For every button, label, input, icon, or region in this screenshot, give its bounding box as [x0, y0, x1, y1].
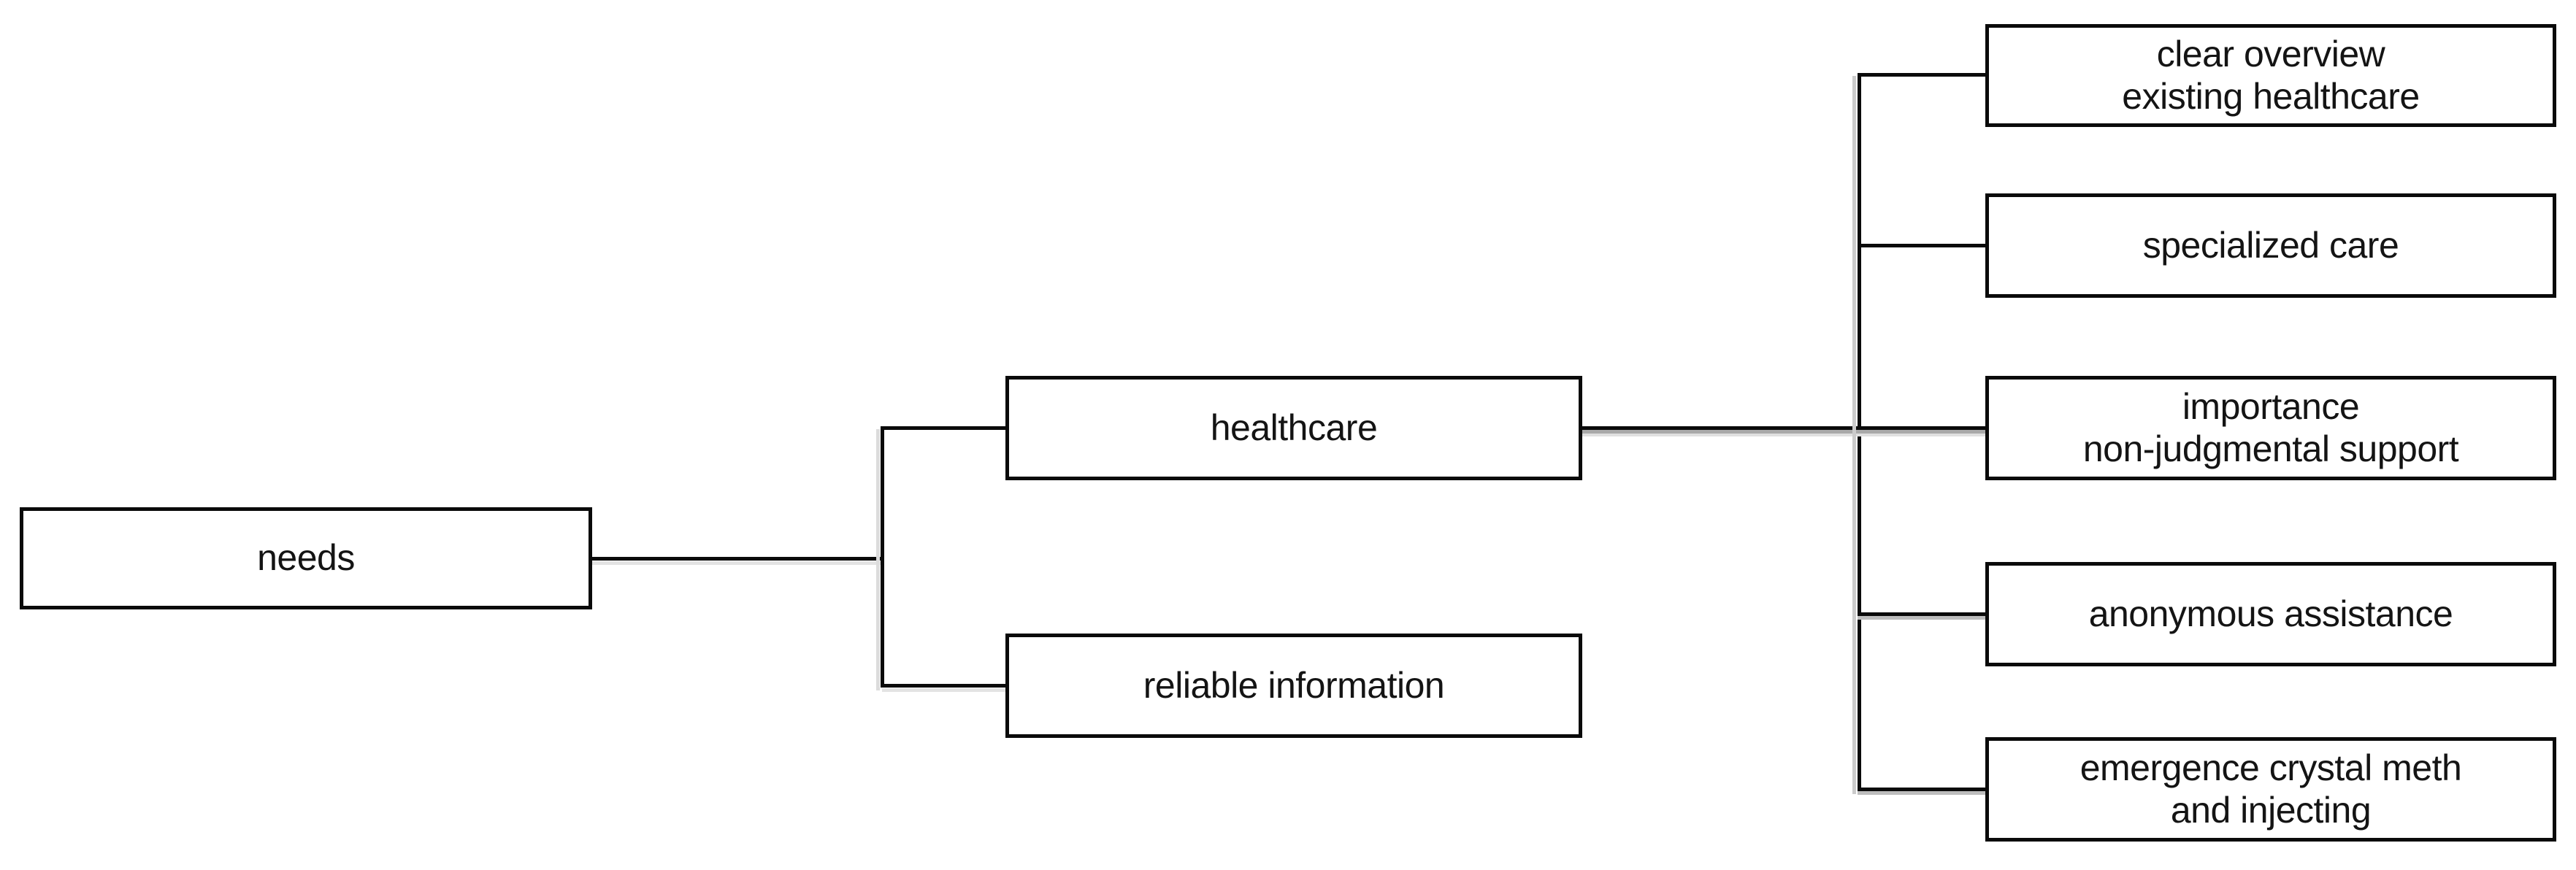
node-needs: needs [20, 507, 592, 609]
connector-level2-vertical [881, 426, 884, 688]
node-anonymous-assistance: anonymous assistance [1985, 562, 2556, 666]
connector-stub-emergence [1858, 788, 1985, 791]
node-reliable-information-label: reliable information [1143, 664, 1445, 706]
node-importance-support: importance non-judgmental support [1985, 376, 2556, 480]
node-emergence-crystal-meth-label: emergence crystal meth and injecting [2079, 747, 2462, 831]
node-healthcare-label: healthcare [1210, 407, 1378, 448]
node-emergence-crystal-meth: emergence crystal meth and injecting [1985, 737, 2556, 842]
node-specialized-care: specialized care [1985, 193, 2556, 298]
connector-stub-reliable-information [882, 684, 1005, 688]
connector-stub-anonymous-assistance [1858, 612, 1985, 616]
node-importance-support-label: importance non-judgmental support [2082, 386, 2459, 469]
node-healthcare: healthcare [1005, 376, 1582, 480]
connector-stub-healthcare [882, 426, 1005, 430]
connector-healthcare-horizontal [1582, 426, 1861, 430]
connector-stub-specialized-care [1858, 244, 1985, 247]
connector-stub-importance [1858, 426, 1985, 430]
connector-level3-vertical [1858, 73, 1861, 791]
node-reliable-information: reliable information [1005, 634, 1582, 738]
node-specialized-care-label: specialized care [2142, 224, 2399, 266]
node-clear-overview: clear overview existing healthcare [1985, 24, 2556, 127]
connector-needs-horizontal [592, 557, 882, 561]
connector-stub-clear-overview [1858, 73, 1985, 77]
node-anonymous-assistance-label: anonymous assistance [2088, 593, 2453, 634]
node-needs-label: needs [257, 537, 355, 579]
node-clear-overview-label: clear overview existing healthcare [2122, 34, 2420, 117]
